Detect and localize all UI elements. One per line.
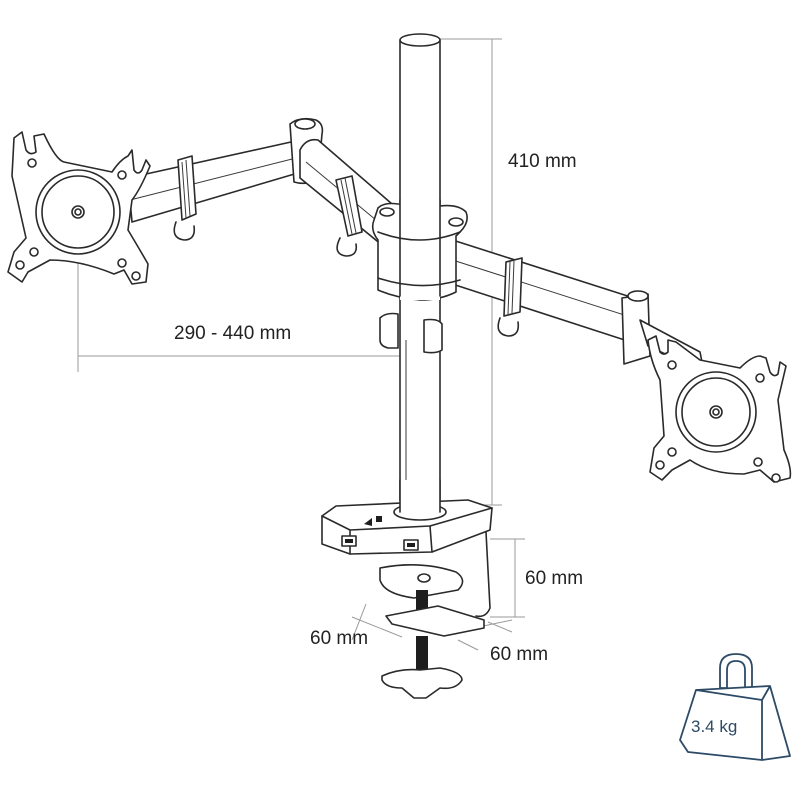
- usb-port-icon: [341, 535, 357, 547]
- dimension-label-clamp-depth: 60 mm: [310, 628, 368, 649]
- audio-logo-icon: [364, 516, 382, 526]
- weight-label: 3.4 kg: [691, 717, 737, 736]
- dimension-label-pole-height: 410 mm: [508, 151, 577, 172]
- weight-badge: 3.4 kg: [679, 653, 791, 761]
- left-arm: [127, 117, 393, 257]
- pole-collar: [371, 199, 468, 301]
- dimension-label-vesa-range: 290 - 440 mm: [174, 323, 291, 344]
- base: [321, 479, 493, 555]
- left-vesa-plate: [7, 131, 151, 285]
- right-arm: [439, 235, 705, 373]
- usb-port-icon: [403, 539, 419, 551]
- desk-clamp: [379, 531, 491, 699]
- dimension-label-clamp-height: 60 mm: [525, 568, 583, 589]
- weight-icon: [679, 653, 791, 761]
- right-vesa-plate: [647, 335, 792, 483]
- dimension-label-clamp-width: 60 mm: [490, 644, 548, 665]
- cable-clip: [379, 312, 443, 354]
